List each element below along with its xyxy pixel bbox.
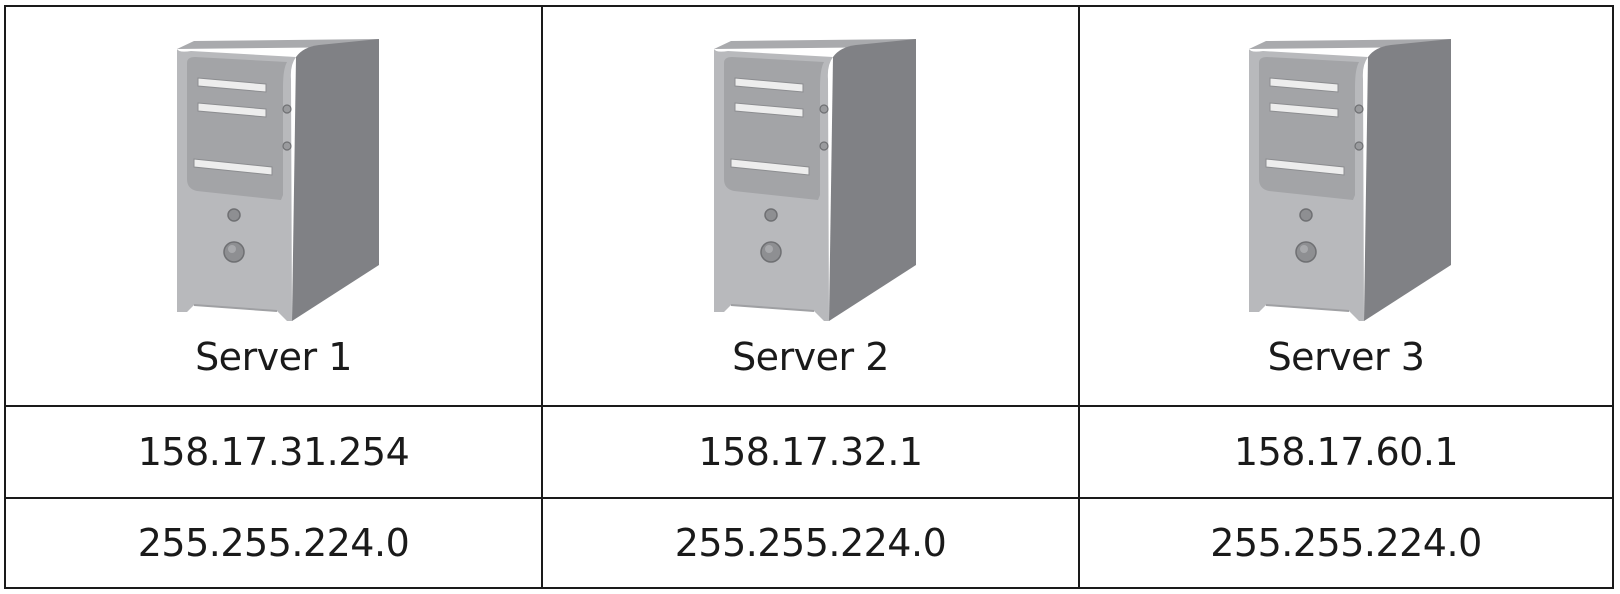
subnet-mask-cell: 255.255.224.0 [543, 499, 1080, 587]
server-name: Server 2 [732, 335, 889, 379]
server-cell-1: Server 1 [6, 7, 543, 407]
server-name: Server 3 [1267, 335, 1425, 379]
server-tower-icon [706, 29, 916, 329]
subnet-mask-cell: 255.255.224.0 [6, 499, 543, 587]
subnet-mask-cell: 255.255.224.0 [1210, 521, 1482, 565]
server-tower-icon [169, 29, 379, 329]
ip-address-cell: 158.17.60.1 [1080, 407, 1612, 499]
ip-address-cell: 158.17.31.254 [6, 407, 543, 499]
server-table: Server 1 Server 2 Server 3 158.17.31.254… [4, 5, 1614, 589]
server-tower-icon [1241, 29, 1451, 329]
ip-address-cell: 158.17.32.1 [543, 407, 1080, 499]
server-name: Server 1 [195, 335, 352, 379]
server-cell-2: Server 2 [543, 7, 1080, 407]
server-cell-3: Server 3 [1080, 7, 1612, 407]
